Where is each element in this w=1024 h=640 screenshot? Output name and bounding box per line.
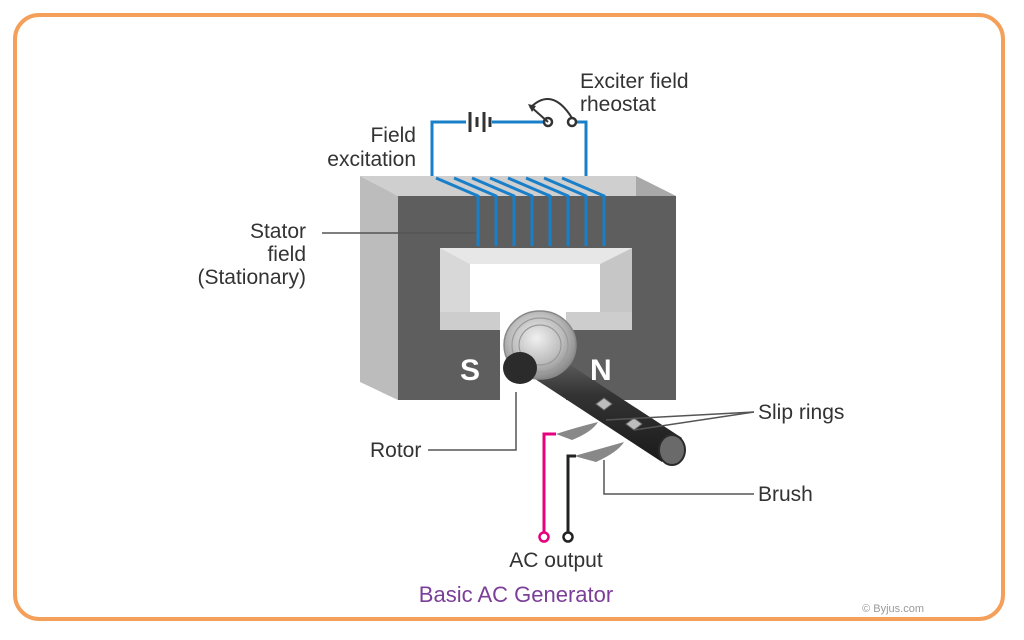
rheostat-icon: [528, 98, 578, 128]
ac-output-wires: [542, 432, 576, 534]
slip-rings-label: Slip rings: [758, 401, 844, 424]
excitation-label: excitation: [327, 148, 416, 171]
brush-label: Brush: [758, 483, 813, 506]
leader-lines: [322, 232, 755, 495]
slip-rings: [595, 397, 643, 431]
south-pole-label: S: [460, 354, 480, 387]
diagram-caption: Basic AC Generator: [419, 582, 613, 607]
stationary-label: (Stationary): [197, 266, 306, 289]
rotor-label: Rotor: [370, 439, 421, 462]
rotor-winding: [503, 310, 577, 384]
ac-output-label: AC output: [509, 549, 603, 572]
stator-coil: [435, 176, 606, 246]
exciter-field-label: Exciter field: [580, 70, 689, 93]
battery-icon: [468, 112, 492, 132]
ac-terminal-negative: [562, 531, 574, 543]
stator-field-label: field: [267, 243, 306, 266]
north-pole-label: N: [590, 354, 612, 387]
credit-text: © Byjus.com: [862, 603, 924, 615]
rheostat-label: rheostat: [580, 93, 656, 116]
ac-terminal-positive: [538, 531, 550, 543]
field-circuit: [430, 120, 588, 176]
brushes: [556, 422, 624, 462]
field-label: Field: [370, 124, 416, 147]
stator-label: Stator: [250, 220, 306, 243]
